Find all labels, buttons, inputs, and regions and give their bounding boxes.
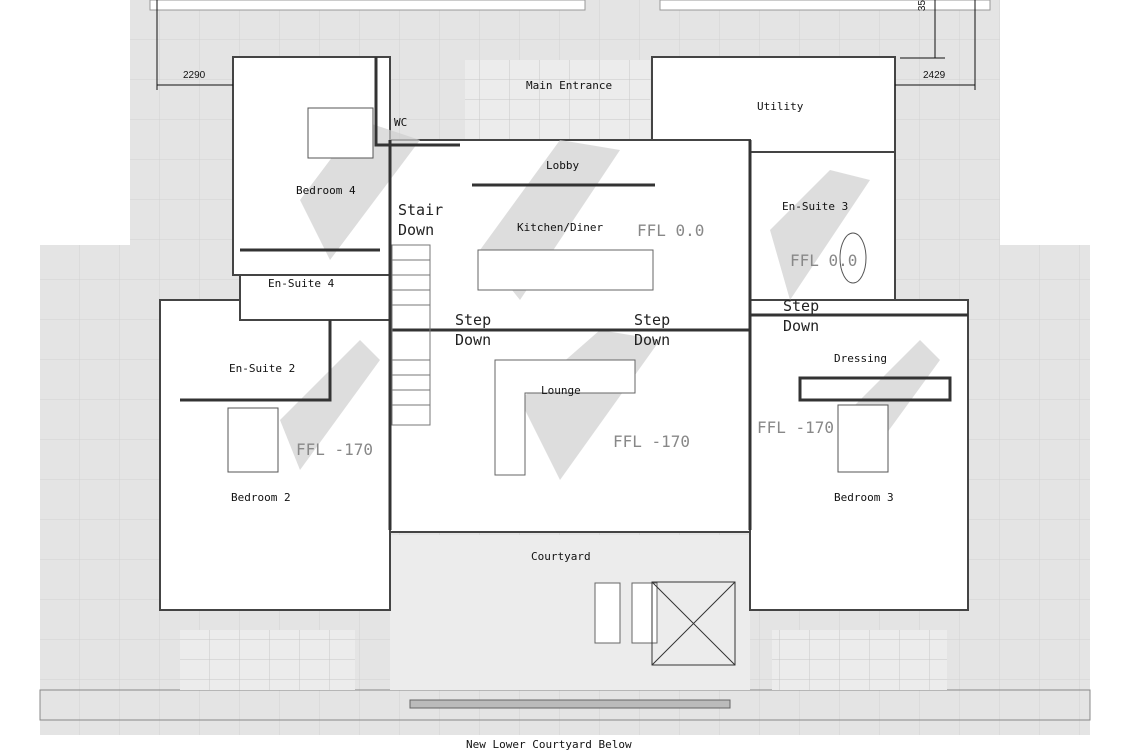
room-label-lower-courtyard: New Lower Courtyard Below <box>466 738 632 751</box>
room-label-utility: Utility <box>757 100 804 113</box>
room-label-dressing: Dressing <box>834 352 887 365</box>
ffl-kitchen: FFL 0.0 <box>637 221 705 240</box>
room-label-lounge: Lounge <box>541 384 581 397</box>
room-label-ensuite4: En-Suite 4 <box>268 277 335 290</box>
ffl-bedroom3: FFL -170 <box>757 418 835 437</box>
ffl-lounge: FFL -170 <box>613 432 691 451</box>
room-label-courtyard: Courtyard <box>531 550 591 563</box>
room-label-bedroom4: Bedroom 4 <box>296 184 356 197</box>
kitchen-island <box>477 249 654 291</box>
room-label-kitchen: Kitchen/Diner <box>517 221 604 234</box>
ffl-bedroom2: FFL -170 <box>296 440 374 459</box>
ffl-ensuite3: FFL 0.0 <box>790 251 858 270</box>
room-label-bedroom2: Bedroom 2 <box>231 491 291 504</box>
room-label-ensuite3: En-Suite 3 <box>782 200 849 213</box>
dimension-right: 2429 <box>923 70 946 81</box>
room-label-main-entrance: Main Entrance <box>526 79 613 92</box>
room-label-bedroom3: Bedroom 3 <box>834 491 894 504</box>
room-label-lobby: Lobby <box>546 159 580 172</box>
dimension-top: 35 <box>917 0 928 12</box>
dimension-left: 2290 <box>183 70 206 81</box>
room-label-ensuite2: En-Suite 2 <box>229 362 296 375</box>
courtyard-area <box>390 535 750 690</box>
room-label-wc: WC <box>394 116 408 129</box>
